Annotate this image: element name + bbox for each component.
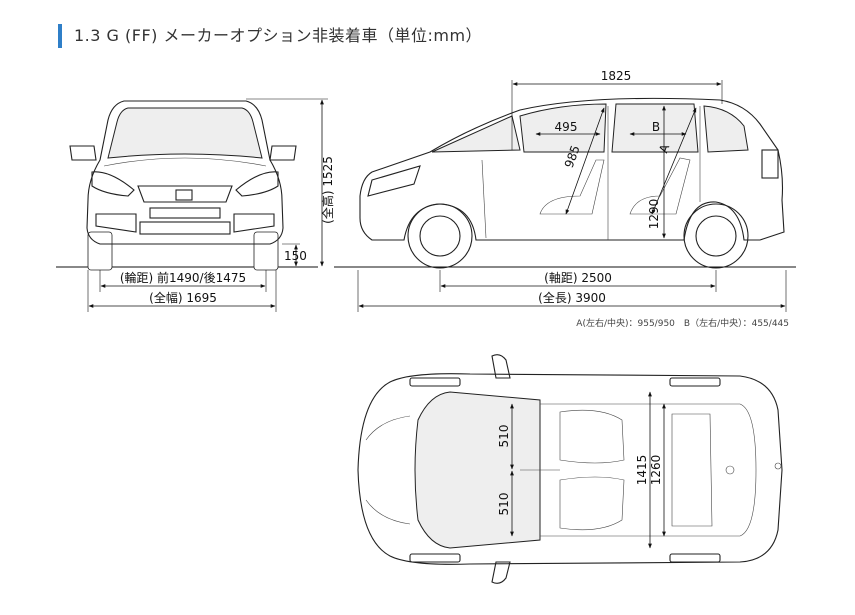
front-view: (全高) 1525 150 (輪距) 前1490/後1475 (全幅) 1695	[56, 98, 335, 312]
front-plate-area	[149, 207, 221, 219]
interior-length-label: 1825	[601, 69, 632, 83]
side-taillight	[761, 149, 779, 179]
front-right-tire	[253, 231, 279, 271]
side-front-wheel	[407, 203, 473, 269]
side-windshield	[431, 115, 521, 153]
front-left-mirror	[69, 145, 97, 161]
front-emblem	[175, 189, 193, 201]
dim-495-label: 495	[555, 120, 578, 134]
overall-height-label: (全高) 1525	[320, 156, 335, 224]
front-right-mirror	[269, 145, 297, 161]
top-dim-510-rear-label: 510	[497, 493, 511, 516]
top-dim-510-front-label: 510	[497, 425, 511, 448]
seat-dimension-note: A(左右/中央)：955/950 B（左右/中央）：455/445	[576, 317, 789, 329]
side-quarter-window	[703, 105, 749, 153]
front-right-headlight	[235, 171, 279, 197]
side-view: 1825 495 B 985 A 1290 (軸距) 2500 (全長) 390…	[334, 69, 796, 329]
title-accent-bar	[58, 24, 62, 48]
side-headlight	[367, 165, 421, 197]
top-dim-1415-label: 1415	[635, 455, 649, 486]
front-left-headlight	[91, 171, 135, 197]
top-view: 510 510 1415 1260	[357, 354, 783, 584]
label-b: B	[652, 120, 660, 134]
dim-1290-label: 1290	[647, 199, 661, 230]
front-body-outline	[86, 100, 284, 245]
top-right-mirror	[491, 561, 511, 584]
front-grille	[137, 185, 233, 203]
front-left-tire	[87, 231, 113, 271]
top-body-outline	[357, 373, 783, 565]
top-left-mirror	[491, 354, 511, 379]
overall-width-label: (全幅) 1695	[149, 290, 217, 305]
front-windshield	[107, 107, 263, 159]
ground-clearance-label: 150	[284, 249, 307, 263]
overall-length-label: (全長) 3900	[538, 290, 606, 305]
wheelbase-label: (軸距) 2500	[544, 271, 612, 285]
page-title: 1.3 G (FF) メーカーオプション非装着車（単位:mm）	[74, 26, 483, 45]
top-dim-1260-label: 1260	[649, 455, 663, 486]
side-rear-wheel	[683, 203, 749, 269]
top-windshield	[414, 391, 541, 549]
tread-label: (輪距) 前1490/後1475	[120, 270, 246, 285]
